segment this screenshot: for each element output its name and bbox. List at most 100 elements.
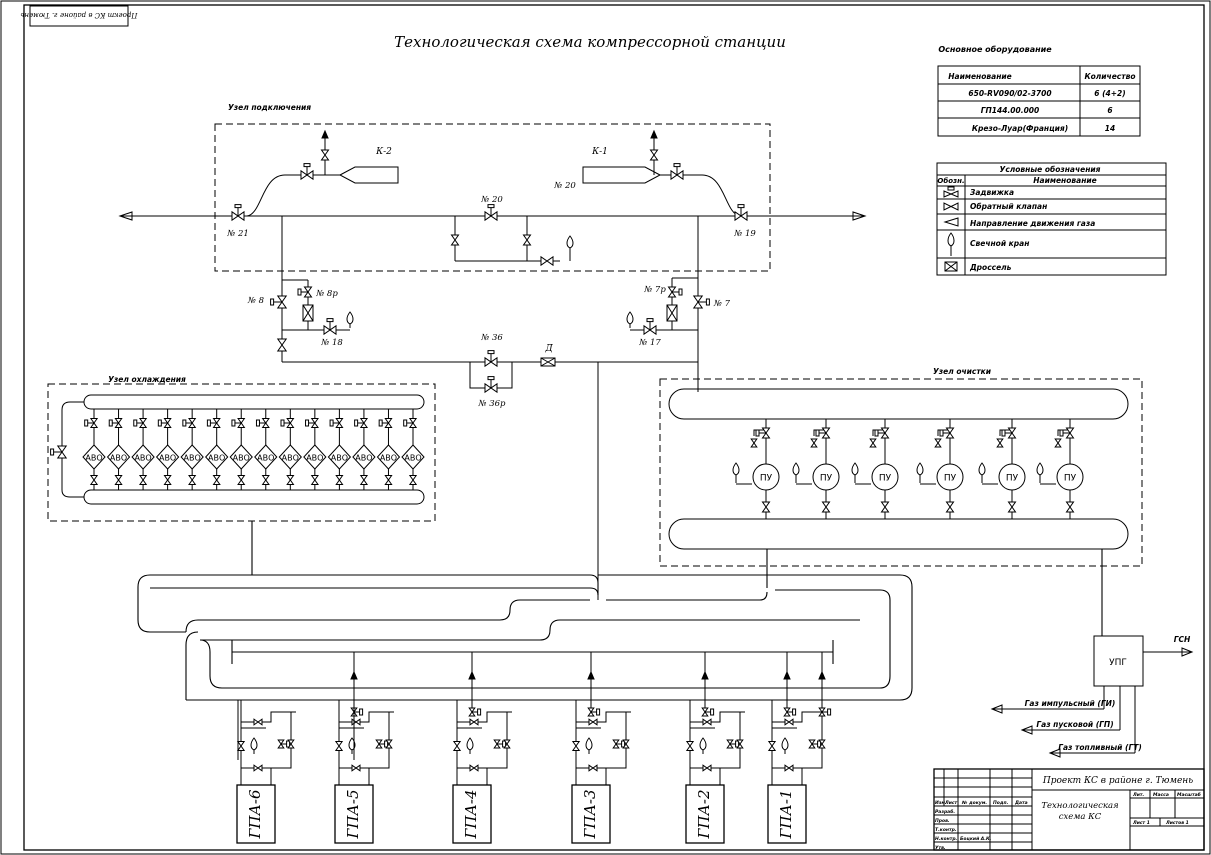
gate-valve-icon bbox=[818, 739, 826, 749]
valve-body bbox=[384, 475, 393, 485]
avo-unit: АВО bbox=[106, 409, 131, 490]
valve-actuator bbox=[305, 419, 310, 427]
gate-valve-icon bbox=[503, 739, 511, 749]
tag-v36: № 36 bbox=[480, 333, 503, 343]
valve-actuator bbox=[270, 298, 275, 306]
gate-valve-icon bbox=[182, 418, 197, 428]
valve-actuator bbox=[359, 708, 364, 716]
valve-body bbox=[945, 501, 955, 513]
avo-unit: АВО bbox=[82, 409, 106, 490]
pu-vessel bbox=[936, 463, 964, 491]
gpa-box bbox=[452, 784, 492, 844]
avo-diamond bbox=[229, 444, 253, 470]
valve-body bbox=[702, 764, 712, 772]
gpa-box bbox=[767, 784, 807, 844]
gate-valve-icon bbox=[1007, 501, 1017, 513]
valve-actuator bbox=[737, 204, 745, 209]
pig-receiver-k1 bbox=[582, 166, 662, 184]
legend-item-label: Дроссель bbox=[969, 263, 1012, 272]
tag-v17: № 17 bbox=[638, 338, 661, 348]
col-label: Лист bbox=[944, 800, 958, 806]
equipment-header-name: Наименование bbox=[948, 72, 1011, 81]
valve-body bbox=[236, 741, 246, 751]
gate-valve-icon bbox=[335, 475, 344, 485]
avo-unit: АВО bbox=[180, 409, 204, 490]
upg-label: УПГ bbox=[1109, 658, 1127, 668]
role-label: Т.контр. bbox=[935, 827, 957, 833]
gate-valve-icon bbox=[750, 438, 758, 448]
pu-label: ПУ bbox=[820, 474, 833, 484]
valve-body bbox=[384, 418, 393, 428]
gate-valve-icon bbox=[133, 418, 148, 428]
pu-label: ПУ bbox=[879, 474, 892, 484]
avo-label: АВО bbox=[282, 454, 299, 463]
valve-actuator bbox=[255, 419, 260, 427]
gate-valve-icon bbox=[323, 318, 337, 336]
valve-body bbox=[996, 438, 1004, 448]
role-label: Разраб. bbox=[935, 808, 955, 815]
gate-valve-icon bbox=[378, 418, 393, 428]
valve-body bbox=[818, 739, 826, 749]
equipment-row-qty: 6 (4+2) bbox=[1094, 89, 1125, 98]
valve-body bbox=[163, 418, 172, 428]
bus-riser bbox=[468, 652, 482, 717]
gate-valve-icon bbox=[320, 149, 330, 161]
equipment-table: Основное оборудование Наименование Колич… bbox=[937, 44, 1141, 137]
valve-body bbox=[761, 501, 771, 513]
arrow-head bbox=[818, 670, 826, 680]
valve-actuator bbox=[673, 163, 681, 168]
vent-body bbox=[626, 311, 634, 325]
gate-valve-icon bbox=[612, 739, 626, 749]
valve-body bbox=[212, 475, 221, 485]
tag-v19: № 19 bbox=[733, 229, 756, 239]
valve-body bbox=[503, 739, 511, 749]
gate-valve-icon bbox=[450, 234, 460, 246]
flow-arrow-icon bbox=[350, 670, 358, 680]
avo-label: АВО bbox=[404, 454, 421, 463]
avo-label: АВО bbox=[380, 454, 397, 463]
vent-body bbox=[792, 462, 800, 476]
gate-valve-icon bbox=[493, 739, 507, 749]
gate-valve-icon bbox=[939, 427, 955, 439]
valve-body bbox=[286, 475, 295, 485]
valve-body bbox=[880, 501, 890, 513]
valve-body bbox=[237, 475, 246, 485]
gate-valve-icon bbox=[236, 741, 246, 751]
avo-label: АВО bbox=[110, 454, 127, 463]
valve-actuator bbox=[326, 318, 334, 323]
valve-body bbox=[385, 739, 393, 749]
pu-unit: ПУ bbox=[1036, 419, 1084, 519]
gate-valve-icon bbox=[667, 286, 683, 298]
pu-vessel bbox=[998, 463, 1026, 491]
vent-valve-icon bbox=[792, 462, 800, 483]
gate-valve-icon bbox=[163, 475, 172, 485]
gate-valve-icon bbox=[114, 475, 123, 485]
valve-body bbox=[351, 718, 361, 726]
valve-body bbox=[452, 741, 462, 751]
valve-actuator bbox=[297, 288, 302, 296]
gate-valve-icon bbox=[138, 475, 148, 485]
gate-valve-icon bbox=[587, 707, 601, 717]
vent-body bbox=[466, 737, 474, 751]
avo-diamond bbox=[205, 444, 229, 470]
tag-v20b: № 20 bbox=[553, 181, 576, 191]
avo-diamond bbox=[180, 444, 204, 470]
valve-body bbox=[869, 438, 877, 448]
gate-valve-icon bbox=[468, 707, 482, 717]
valve-body bbox=[450, 234, 460, 246]
tag-v36r: № 36р bbox=[477, 399, 506, 409]
vent-body bbox=[585, 737, 593, 751]
vent-valve-icon bbox=[781, 737, 789, 754]
gate-valve-icon bbox=[84, 418, 99, 428]
pu-bypass bbox=[872, 429, 885, 436]
pu-bypass bbox=[753, 429, 766, 436]
equipment-row-name: Крезо-Луар(Франция) bbox=[972, 124, 1068, 133]
throttle-cross bbox=[302, 304, 314, 322]
right-label: Масса bbox=[1153, 792, 1169, 798]
valve-actuator bbox=[817, 740, 822, 748]
tag-v21: № 21 bbox=[226, 229, 249, 239]
vent-body bbox=[250, 737, 258, 751]
vent-valve-icon bbox=[346, 311, 354, 328]
gate-valve-icon bbox=[89, 475, 99, 485]
